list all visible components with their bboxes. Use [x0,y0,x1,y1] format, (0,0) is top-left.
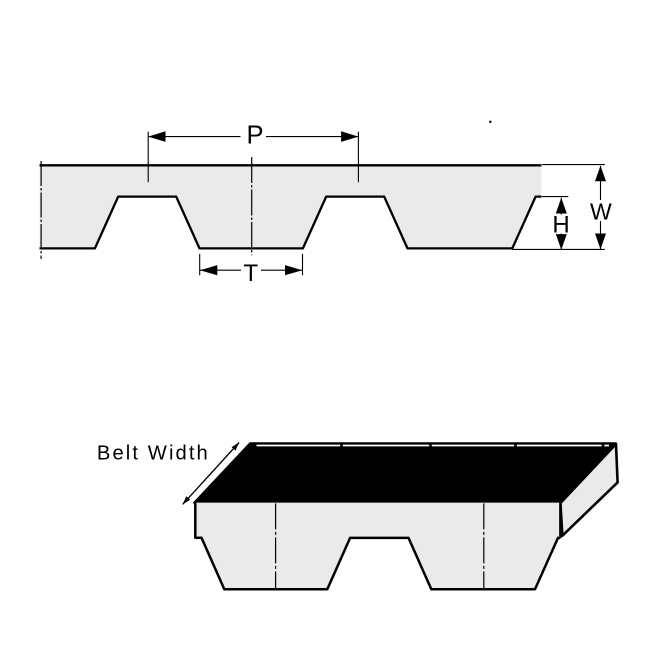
svg-text:T: T [243,260,258,287]
svg-text:H: H [552,212,569,239]
svg-text:Belt Width: Belt Width [97,443,210,465]
svg-text:P: P [246,121,263,149]
svg-text:W: W [590,198,612,224]
